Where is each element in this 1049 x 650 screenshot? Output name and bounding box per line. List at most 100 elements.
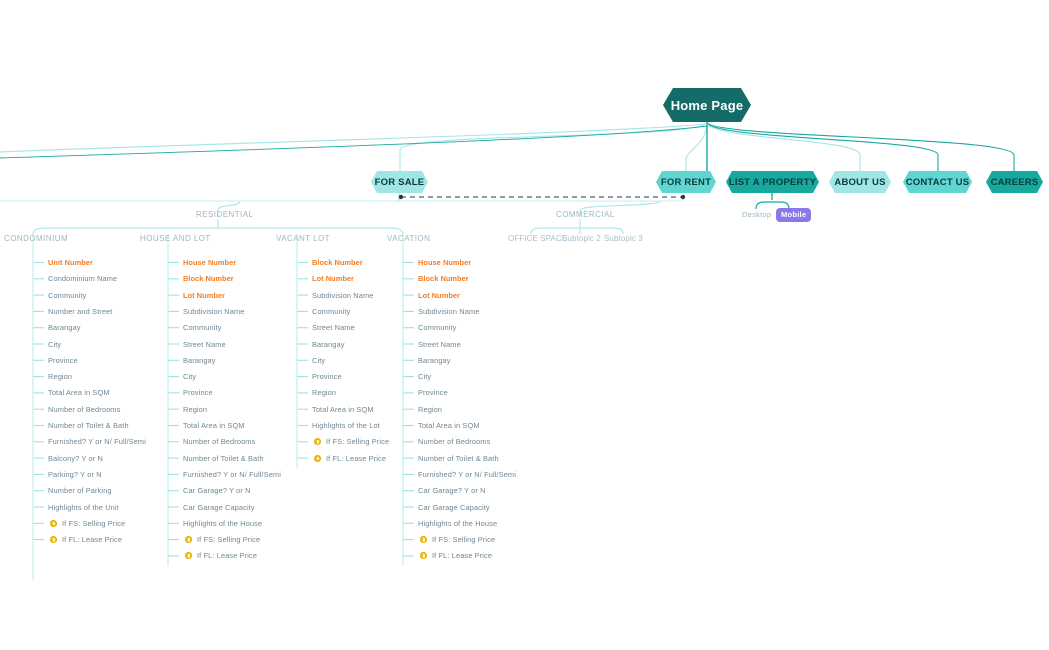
leaf-item[interactable]: Lot Number	[183, 290, 225, 300]
leaf-item[interactable]: Barangay	[418, 355, 451, 365]
leaf-item[interactable]: Block Number	[312, 258, 363, 267]
branch-label-office-space[interactable]: OFFICE SPACE	[508, 234, 568, 243]
leaf-item[interactable]: Total Area in SQM	[183, 421, 245, 430]
leaf-item[interactable]: Region	[48, 372, 73, 382]
node-list-a-property[interactable]: LIST A PROPERTY	[726, 171, 819, 193]
leaf-item[interactable]: Street Name	[312, 323, 355, 333]
leaf-item[interactable]: Furnished? Y or N/ Full/Semi	[418, 469, 516, 479]
leaf-item[interactable]: Number of Bedrooms	[183, 437, 256, 447]
category-label-vacant-lot[interactable]: VACANT LOT	[276, 234, 330, 243]
leaf-item[interactable]: City	[183, 372, 197, 382]
node-desktop[interactable]: Desktop	[742, 210, 772, 219]
leaf-item[interactable]: Number of Bedrooms	[418, 437, 491, 447]
leaf-item[interactable]: Furnished? Y or N/ Full/Semi	[183, 469, 281, 479]
node-careers[interactable]: CAREERS	[986, 171, 1043, 193]
node-label: LIST A PROPERTY	[728, 176, 817, 188]
leaf-item[interactable]: Barangay	[312, 339, 345, 349]
leaf-item[interactable]: Total Area in SQM	[312, 404, 374, 414]
branch-label-residential[interactable]: RESIDENTIAL	[196, 210, 254, 219]
leaf-item[interactable]: Region	[183, 404, 208, 414]
leaf-item[interactable]: Car Garage? Y or N	[183, 486, 251, 496]
node-mobile[interactable]: Mobile	[776, 208, 812, 222]
leaf-item[interactable]: Community	[418, 323, 457, 333]
leaf-item-price[interactable]: If FS: Selling Price	[326, 437, 390, 447]
leaf-item[interactable]: Balcony? Y or N	[48, 453, 103, 463]
leaf-item[interactable]: Number of Toilet & Bath	[48, 421, 129, 430]
leaf-item[interactable]: Total Area in SQM	[418, 421, 480, 430]
leaf-item[interactable]: Highlights of the Unit	[48, 502, 119, 512]
leaf-item[interactable]: Car Garage Capacity	[183, 502, 255, 512]
leaf-item-price[interactable]: If FS: Selling Price	[432, 535, 496, 545]
node-label: ABOUT US	[834, 176, 886, 188]
leaf-item[interactable]: Street Name	[183, 339, 226, 349]
branch-label-subtopic-3[interactable]: Subtopic 3	[604, 234, 643, 243]
leaf-item[interactable]: Car Garage Capacity	[418, 502, 490, 512]
leaf-item[interactable]: Region	[418, 404, 443, 414]
leaf-item[interactable]: Community	[183, 323, 222, 333]
leaf-item[interactable]: Region	[312, 388, 337, 398]
leaf-item[interactable]: City	[312, 355, 326, 365]
leaf-item[interactable]: Highlights of the House	[418, 518, 498, 528]
leaf-item[interactable]: Car Garage? Y or N	[418, 486, 486, 496]
node-label: CONTACT US	[905, 176, 970, 188]
leaf-item[interactable]: Barangay	[48, 323, 81, 333]
node-about-us[interactable]: ABOUT US	[829, 171, 891, 193]
leaf-item-price[interactable]: If FL: Lease Price	[326, 453, 387, 463]
price-coin-icon	[50, 536, 57, 544]
leaf-item[interactable]: Province	[183, 388, 213, 398]
leaf-item[interactable]: City	[418, 372, 432, 382]
node-for-sale[interactable]: FOR SALE	[371, 171, 428, 193]
leaf-item[interactable]: Block Number	[183, 274, 234, 284]
node-for-rent[interactable]: FOR RENT	[656, 171, 716, 193]
leaf-item-price[interactable]: If FL: Lease Price	[432, 551, 493, 561]
node-contact-us[interactable]: CONTACT US	[903, 171, 972, 193]
branch-label-subtopic-2[interactable]: Subtopic 2	[562, 234, 601, 243]
leaf-item[interactable]: Unit Number	[48, 258, 93, 267]
leaf-item[interactable]: Community	[48, 290, 87, 300]
leaf-item-price[interactable]: If FS: Selling Price	[62, 518, 126, 528]
category-label-vacation[interactable]: VACATION	[387, 234, 431, 243]
branch-label-commercial[interactable]: COMMERCIAL	[556, 210, 615, 219]
leaf-item[interactable]: Condominium Name	[48, 274, 118, 284]
leaf-item[interactable]: Street Name	[418, 339, 461, 349]
leaf-item[interactable]: Lot Number	[418, 290, 460, 300]
leaf-item[interactable]: Province	[418, 388, 448, 398]
leaf-item[interactable]: Block Number	[418, 274, 469, 284]
node-label: CAREERS	[990, 176, 1039, 188]
dashed-relation	[398, 194, 686, 200]
leaf-item[interactable]: Lot Number	[312, 274, 354, 284]
leaf-item[interactable]: Number of Toilet & Bath	[418, 453, 499, 463]
leaf-item[interactable]: Number of Parking	[48, 486, 112, 496]
leaf-item-price[interactable]: If FL: Lease Price	[62, 535, 123, 545]
leaf-item[interactable]: Subdivision Name	[312, 290, 374, 300]
leaf-item[interactable]: Number of Bedrooms	[48, 404, 121, 414]
leaf-item[interactable]: Province	[48, 355, 78, 365]
price-coin-icon	[420, 552, 427, 560]
node-home-page[interactable]: Home Page	[663, 88, 751, 122]
leaf-item[interactable]: Subdivision Name	[418, 306, 480, 316]
leaf-item[interactable]: Highlights of the Lot	[312, 421, 380, 430]
leaf-item[interactable]: House Number	[183, 258, 237, 267]
leaf-item[interactable]: Barangay	[183, 355, 216, 365]
category-label-condominium[interactable]: CONDOMINIUM	[4, 234, 69, 243]
leaf-item[interactable]: City	[48, 339, 62, 349]
leaf-item[interactable]: Highlights of the House	[183, 518, 263, 528]
leaf-item-price[interactable]: If FS: Selling Price	[197, 535, 261, 545]
node-label: Home Page	[670, 97, 744, 113]
category-label-house-and-lot[interactable]: HOUSE AND LOT	[140, 234, 211, 243]
leaf-item[interactable]: Total Area in SQM	[48, 388, 110, 398]
leaf-item-price[interactable]: If FL: Lease Price	[197, 551, 258, 561]
leaf-item[interactable]: Province	[312, 372, 342, 382]
leaf-item[interactable]: Furnished? Y or N/ Full/Semi	[48, 437, 146, 447]
leaf-item[interactable]: Number and Street	[48, 306, 113, 316]
leaf-item[interactable]: House Number	[418, 258, 472, 267]
price-coin-icon	[420, 536, 427, 544]
leaf-item[interactable]: Community	[312, 306, 351, 316]
leaf-item[interactable]: Number of Toilet & Bath	[183, 453, 264, 463]
price-coin-icon	[314, 454, 321, 462]
price-coin-icon	[50, 519, 57, 527]
leaf-item[interactable]: Subdivision Name	[183, 306, 245, 316]
leaf-item[interactable]: Parking? Y or N	[48, 469, 102, 479]
